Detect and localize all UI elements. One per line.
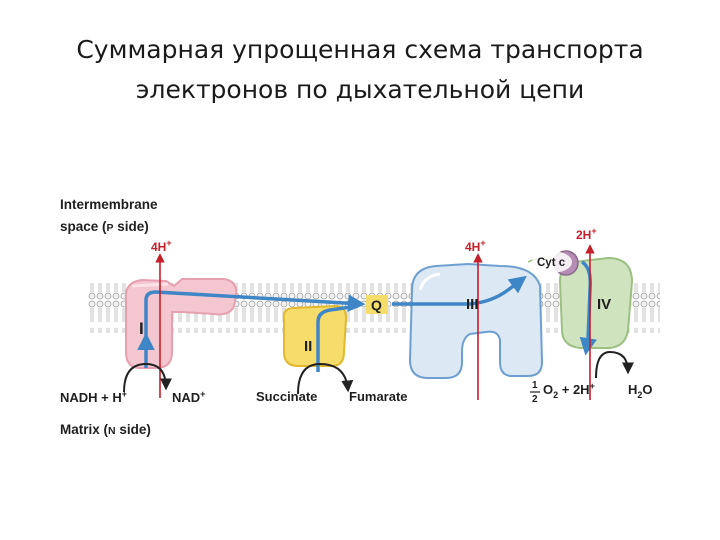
intermembrane-label: Intermembrane: [60, 197, 158, 212]
reaction-arrows: [123, 350, 634, 395]
cyt-c-label: Cyt c: [537, 257, 566, 269]
proton-label-iv: 2H+: [576, 226, 597, 242]
svg-text:2: 2: [532, 394, 538, 405]
proton-label-iii: 4H+: [465, 238, 486, 254]
ubiquinone-q-box: [366, 295, 388, 314]
nad-label: NAD+: [172, 389, 205, 405]
nadh-label: NADH + H+: [60, 389, 127, 405]
proton-pumping: [155, 244, 595, 400]
complex-ii: [282, 304, 348, 367]
matrix-label: Matrix (N side): [60, 422, 151, 437]
title-line-1: Суммарная упрощенная схема транспорта: [76, 35, 644, 64]
succinate-label: Succinate: [256, 389, 317, 404]
complex-iv-label: IV: [597, 296, 611, 313]
oxygen-reduction-label: 1 2 O2 + 2H+: [530, 380, 595, 405]
svg-text:1: 1: [532, 380, 538, 391]
fumarate-label: Fumarate: [349, 389, 408, 404]
complex-iii-label: III: [466, 296, 479, 313]
intermembrane-side-label: space (P side): [60, 219, 149, 234]
svg-text:O2 + 2H+: O2 + 2H+: [543, 381, 595, 400]
water-label: H2O: [628, 382, 653, 400]
title-line-2: электронов по дыхательной цепи: [135, 75, 585, 104]
q-label: Q: [371, 297, 382, 313]
cyt-c-label-bubble: [532, 251, 572, 273]
complex-ii-label: II: [304, 338, 312, 355]
complex-i-label: I: [139, 319, 144, 338]
proton-label-i: 4H+: [151, 238, 172, 254]
slide-title: Суммарная упрощенная схема транспорта эл…: [0, 30, 720, 110]
